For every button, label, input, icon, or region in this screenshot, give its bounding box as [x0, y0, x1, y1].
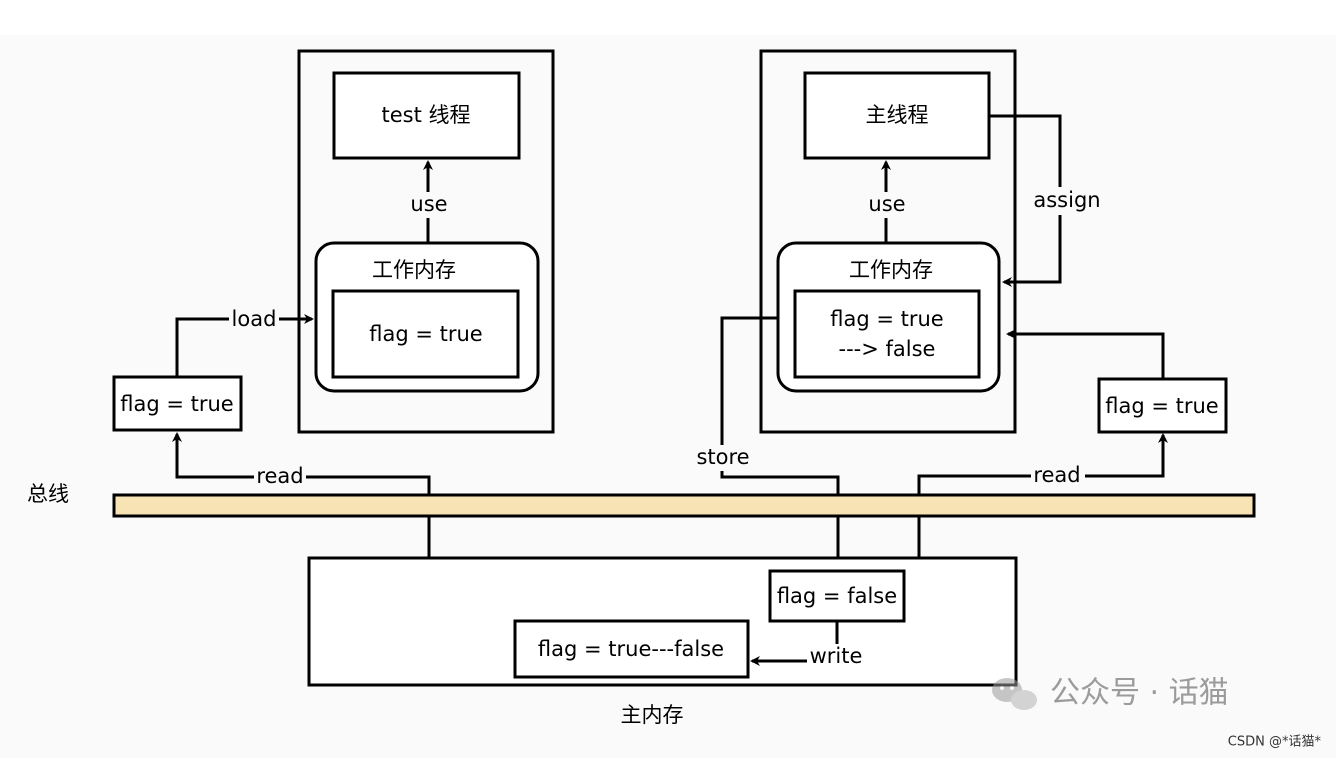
- write-label-bg: [807, 644, 865, 670]
- result-flag-value: flag = true---false: [538, 637, 724, 661]
- test-work-memory-label: 工作内存: [372, 258, 456, 282]
- right-flag-copy-value: flag = true: [1105, 394, 1218, 418]
- test-work-memory-value: flag = true: [369, 322, 482, 346]
- watermark-brand: 公众号 · 话猫: [1050, 676, 1229, 711]
- write-label: write: [810, 644, 863, 668]
- right-flag-copy-box: [1097, 377, 1228, 434]
- store-label-bg: [693, 445, 753, 471]
- incoming-flag-value: flag = false: [777, 584, 897, 608]
- left-flag-copy-box: [112, 375, 243, 432]
- main-memory-label: 主内存: [621, 703, 684, 727]
- store-label: store: [696, 445, 749, 469]
- result-flag-box: [513, 619, 750, 679]
- incoming-flag-box: [768, 569, 906, 623]
- test-thread-container: [297, 49, 555, 434]
- right-load-arrow: [1006, 329, 1165, 379]
- read-right-label: read: [1033, 463, 1080, 487]
- main-use-label: use: [868, 192, 905, 216]
- read-left-label-bg: [254, 464, 306, 490]
- test-use-label: use: [410, 192, 447, 216]
- main-thread-container: [759, 49, 1017, 434]
- load-label-bg: [229, 306, 279, 334]
- read-left-label: read: [256, 464, 303, 488]
- main-use-label-bg: [862, 192, 910, 218]
- assign-label: assign: [1033, 188, 1100, 212]
- assign-label-bg: [1028, 187, 1106, 215]
- main-thread-title: 主线程: [866, 103, 929, 127]
- main-work-memory-value-line2: ---> false: [839, 337, 936, 361]
- bus-bar: [112, 493, 1256, 518]
- watermark-credit: CSDN @*话猫*: [1228, 735, 1322, 750]
- test-work-memory-value-box: [331, 289, 520, 379]
- test-use-label-bg: [404, 192, 452, 218]
- test-thread-title: test 线程: [381, 103, 470, 127]
- read-right-label-bg: [1031, 463, 1085, 489]
- bus-label: 总线: [27, 482, 69, 506]
- store-line: [720, 316, 840, 497]
- load-label: load: [232, 307, 277, 331]
- main-work-memory-value-line1: flag = true: [830, 307, 943, 331]
- main-work-memory-value-box: [793, 289, 981, 379]
- test-thread-box: [332, 71, 521, 160]
- left-flag-copy-value: flag = true: [120, 392, 233, 416]
- wechat-icon: [992, 678, 1037, 710]
- main-work-memory-label: 工作内存: [849, 258, 933, 282]
